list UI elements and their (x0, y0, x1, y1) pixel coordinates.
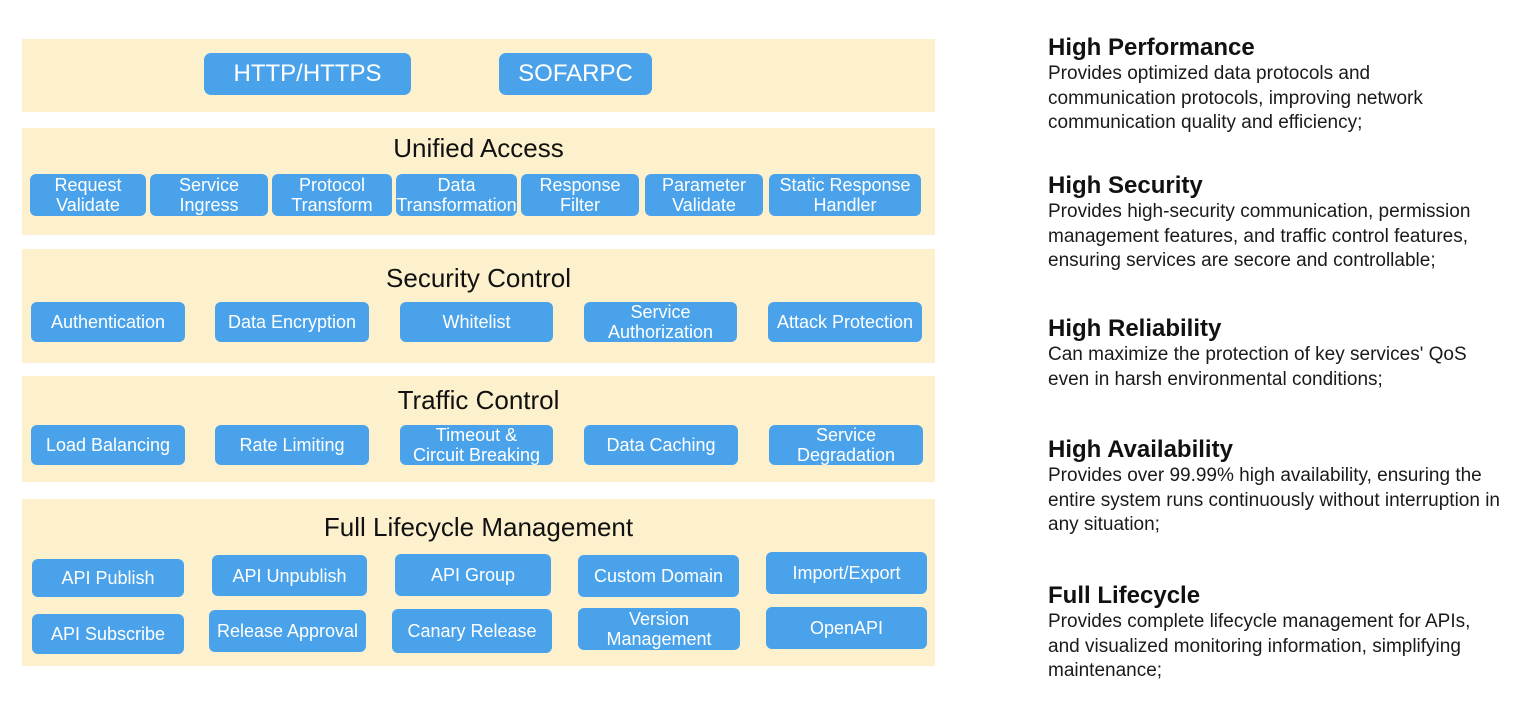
layer-title-traffic-control: Traffic Control (397, 385, 560, 415)
chip-data-caching: Data Caching (584, 425, 738, 465)
lifecycle-management-layer: Full Lifecycle Management API Publish AP… (22, 499, 935, 666)
feature-high-performance: High Performance Provides optimized data… (1048, 34, 1513, 136)
chip-release-approval: Release Approval (209, 610, 366, 652)
chip-request-validate: Request Validate (30, 174, 146, 216)
feature-description: Provides high-security communication, pe… (1048, 201, 1471, 271)
feature-full-lifecycle: Full Lifecycle Provides complete lifecyc… (1048, 582, 1513, 684)
chip-api-publish: API Publish (32, 559, 184, 597)
security-control-layer: Security Control Authentication Data Enc… (22, 249, 935, 363)
chip-whitelist: Whitelist (400, 302, 553, 342)
chip-service-authorization: Service Authorization (584, 302, 737, 342)
feature-title: High Security (1048, 172, 1203, 199)
layer-title-unified-access: Unified Access (393, 133, 564, 163)
chip-authentication: Authentication (31, 302, 185, 342)
chip-service-degradation: Service Degradation (769, 425, 923, 465)
layer-title-security-control: Security Control (386, 263, 571, 293)
feature-title: High Availability (1048, 436, 1233, 463)
feature-title: High Reliability (1048, 315, 1222, 342)
feature-description: Provides optimized data protocols and co… (1048, 63, 1423, 133)
chip-response-filter: Response Filter (521, 174, 639, 216)
protocol-layer: HTTP/HTTPS SOFARPC (22, 39, 935, 112)
chip-data-encryption: Data Encryption (215, 302, 369, 342)
feature-high-reliability: High Reliability Can maximize the protec… (1048, 315, 1513, 392)
chip-data-transformation: Data Transformation (396, 174, 517, 216)
traffic-control-layer: Traffic Control Load Balancing Rate Limi… (22, 376, 935, 482)
feature-high-availability: High Availability Provides over 99.99% h… (1048, 436, 1513, 538)
chip-api-unpublish: API Unpublish (212, 555, 367, 596)
protocol-sofarpc: SOFARPC (499, 53, 652, 95)
chip-attack-protection: Attack Protection (768, 302, 922, 342)
chip-api-subscribe: API Subscribe (32, 614, 184, 654)
feature-high-security: High Security Provides high-security com… (1048, 172, 1513, 274)
feature-description: Provides complete lifecycle management f… (1048, 611, 1471, 681)
chip-openapi: OpenAPI (766, 607, 927, 649)
chip-version-management: Version Management (578, 608, 740, 650)
unified-access-layer: Unified Access Request Validate Service … (22, 128, 935, 235)
feature-title: Full Lifecycle (1048, 582, 1201, 609)
protocol-http-https: HTTP/HTTPS (204, 53, 411, 95)
chip-service-ingress: Service Ingress (150, 174, 268, 216)
layer-title-full-lifecycle-management: Full Lifecycle Management (323, 512, 634, 542)
chip-timeout-circuit-breaking: Timeout & Circuit Breaking (400, 425, 553, 465)
feature-description: Can maximize the protection of key servi… (1048, 344, 1467, 390)
chip-protocol-transform: Protocol Transform (272, 174, 392, 216)
chip-api-group: API Group (395, 554, 551, 596)
chip-load-balancing: Load Balancing (31, 425, 185, 465)
chip-static-response-handler: Static Response Handler (769, 174, 921, 216)
chip-custom-domain: Custom Domain (578, 555, 739, 597)
feature-title: High Performance (1048, 34, 1255, 61)
chip-import-export: Import/Export (766, 552, 927, 594)
feature-description: Provides over 99.99% high availability, … (1048, 465, 1501, 535)
chip-canary-release: Canary Release (392, 609, 552, 653)
chip-rate-limiting: Rate Limiting (215, 425, 369, 465)
chip-parameter-validate: Parameter Validate (645, 174, 763, 216)
